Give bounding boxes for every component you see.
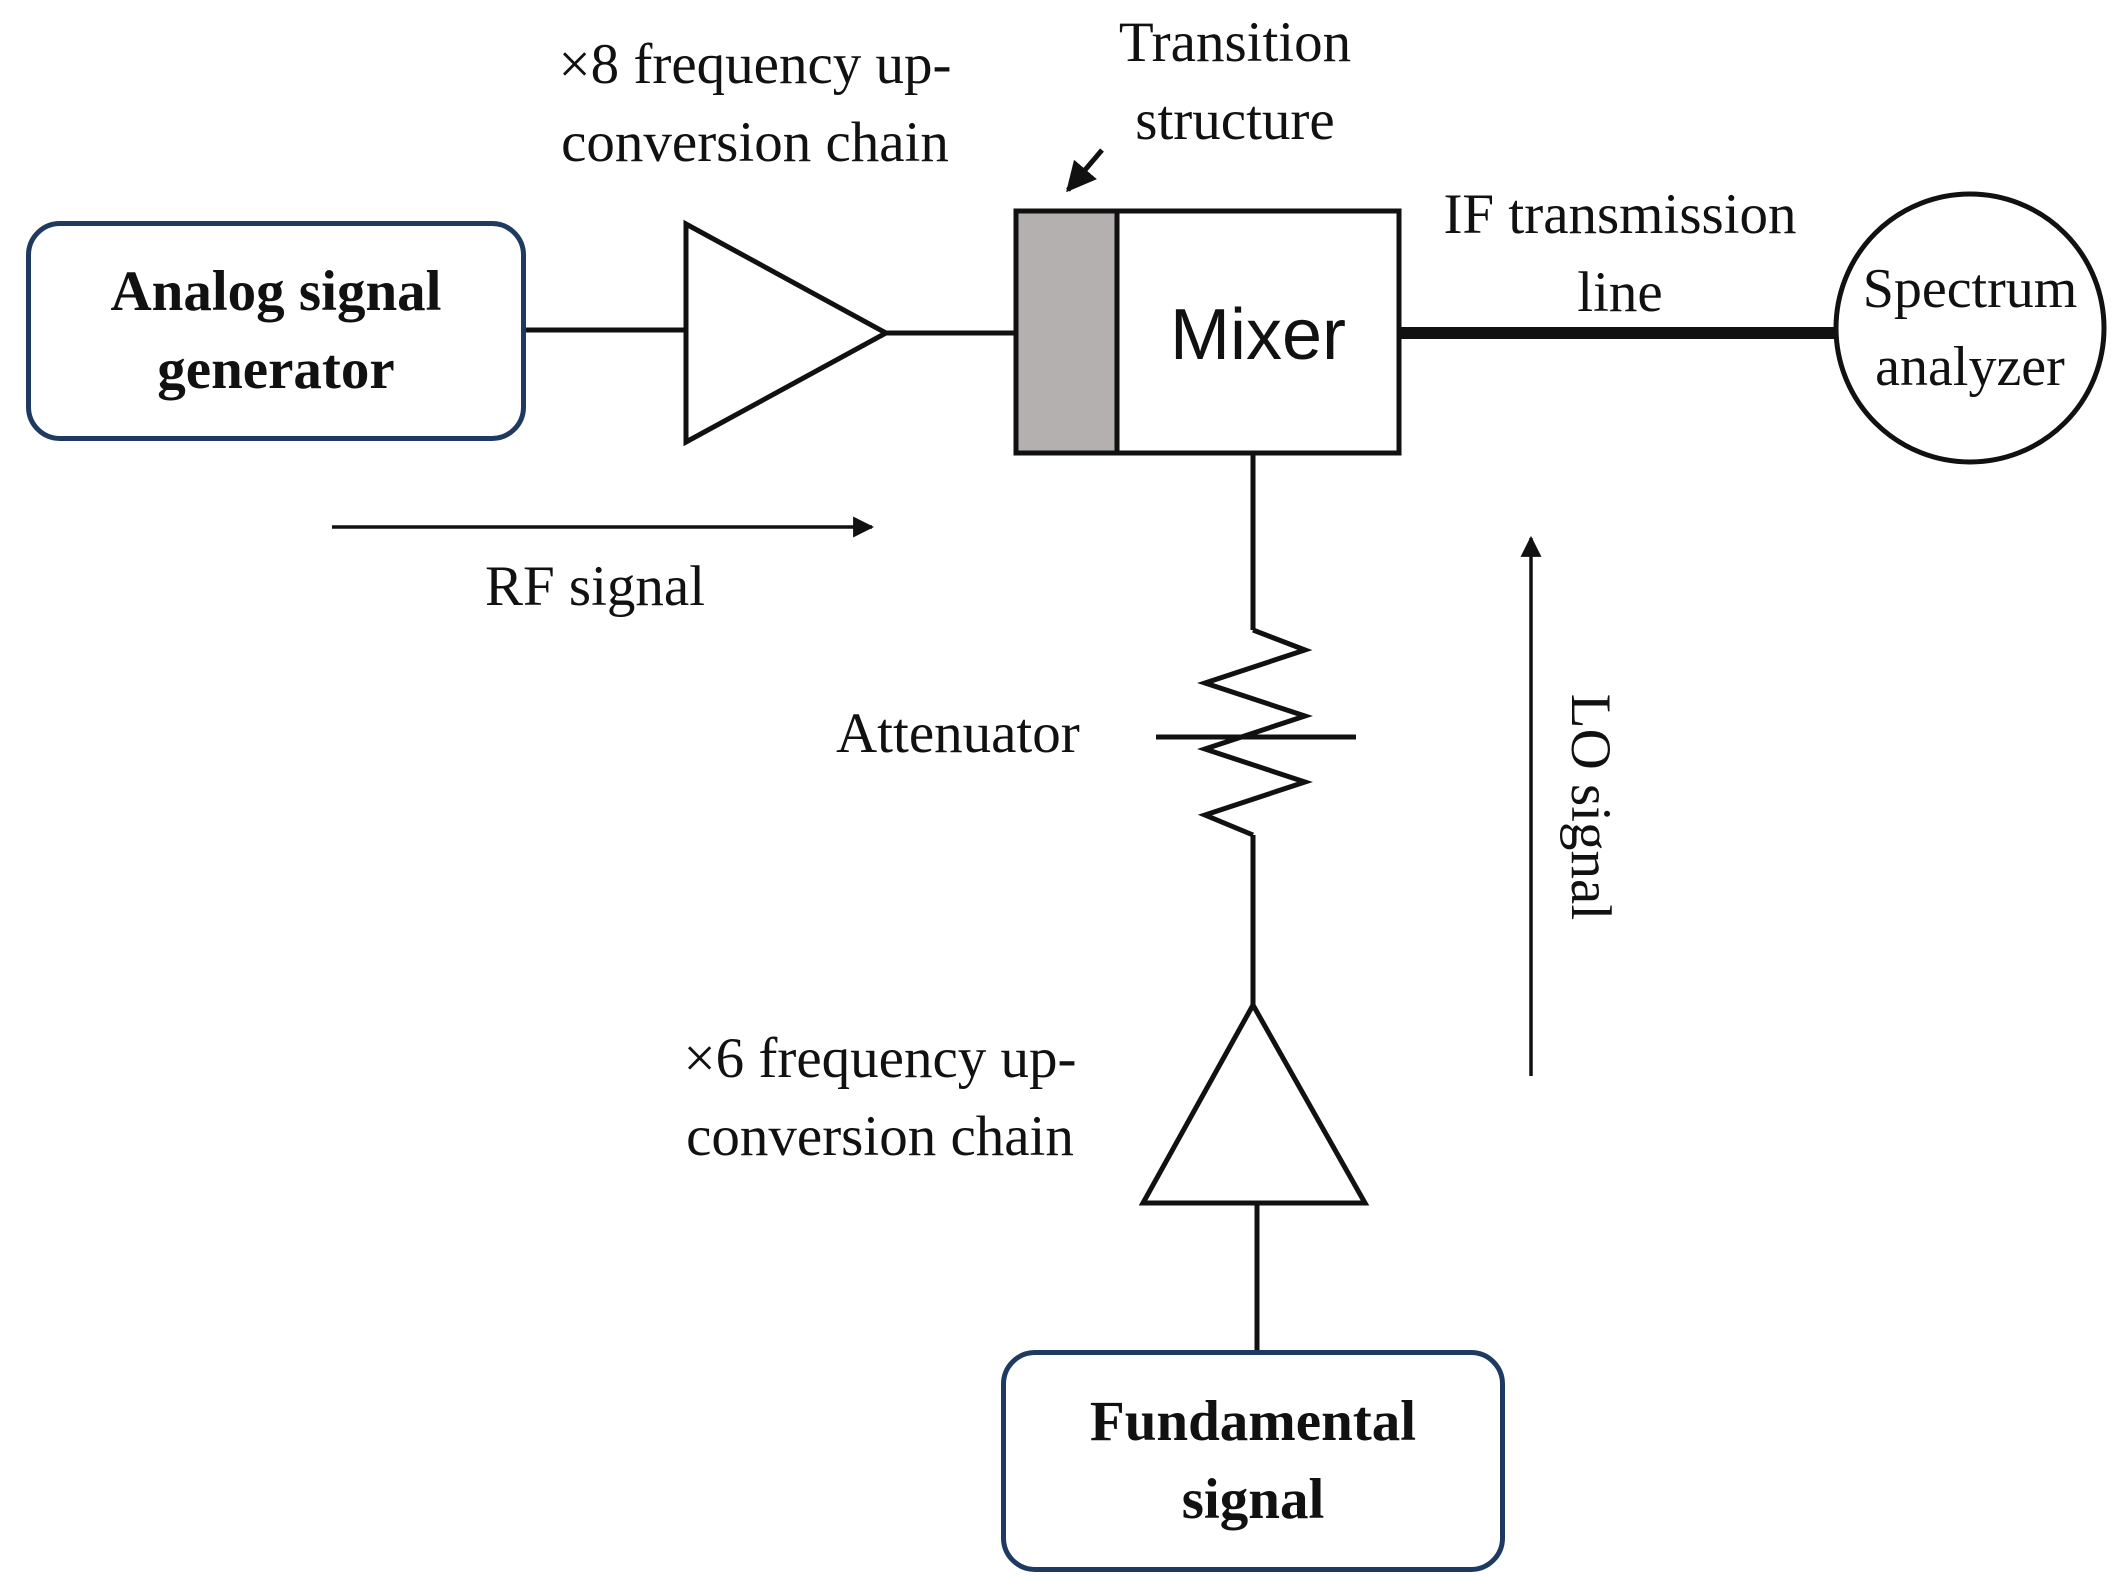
transition-structure-label: Transition structure — [1080, 4, 1390, 160]
transition-pointer-arrow — [1066, 148, 1104, 193]
fundamental-signal-label-line-2: signal — [1181, 1468, 1325, 1531]
fundamental-signal-label-line-1: Fundamental — [1089, 1390, 1417, 1453]
x8-chain-label-line-1: ×8 frequency up- — [558, 33, 952, 96]
rf-signal-label: RF signal — [484, 555, 706, 618]
x8-chain-label-line-2: conversion chain — [561, 111, 949, 174]
spectrum-analyzer-label-line-2: analyzer — [1875, 336, 2065, 398]
analog-signal-generator-block: Analog signal generator — [26, 221, 526, 441]
transition-label-line-2: structure — [1135, 89, 1335, 152]
transition-label-line-1: Transition — [1118, 11, 1352, 74]
analog-generator-label-line-1: Analog signal — [110, 260, 442, 323]
x6-chain-label: ×6 frequency up- conversion chain — [640, 1020, 1120, 1176]
x8-amplifier-triangle — [683, 219, 892, 447]
mixer-block — [1114, 208, 1402, 456]
x8-chain-label: ×8 frequency up- conversion chain — [520, 26, 990, 182]
mixer-label: Mixer — [1170, 295, 1346, 375]
if-transmission-line-label: IF transmission line — [1410, 176, 1830, 332]
spectrum-analyzer-circle — [1833, 191, 2107, 465]
attenuator-label: Attenuator — [836, 702, 1080, 765]
if-line-label-line-2: line — [1577, 261, 1663, 324]
spectrum-analyzer-label: Spectrum analyzer — [1836, 250, 2104, 406]
lo-signal-label: LO signal — [1559, 693, 1622, 921]
analog-generator-label-line-2: generator — [157, 338, 395, 401]
attenuator-resistor — [1197, 627, 1313, 838]
x6-amplifier-triangle — [1138, 999, 1370, 1206]
x6-chain-label-line-2: conversion chain — [686, 1105, 1074, 1168]
if-line-label-line-1: IF transmission — [1443, 183, 1797, 246]
x6-chain-label-line-1: ×6 frequency up- — [683, 1027, 1077, 1090]
fundamental-signal-block: Fundamental signal — [1001, 1350, 1505, 1572]
spectrum-analyzer-label-line-1: Spectrum — [1862, 258, 2078, 320]
transition-structure-block — [1013, 208, 1120, 456]
